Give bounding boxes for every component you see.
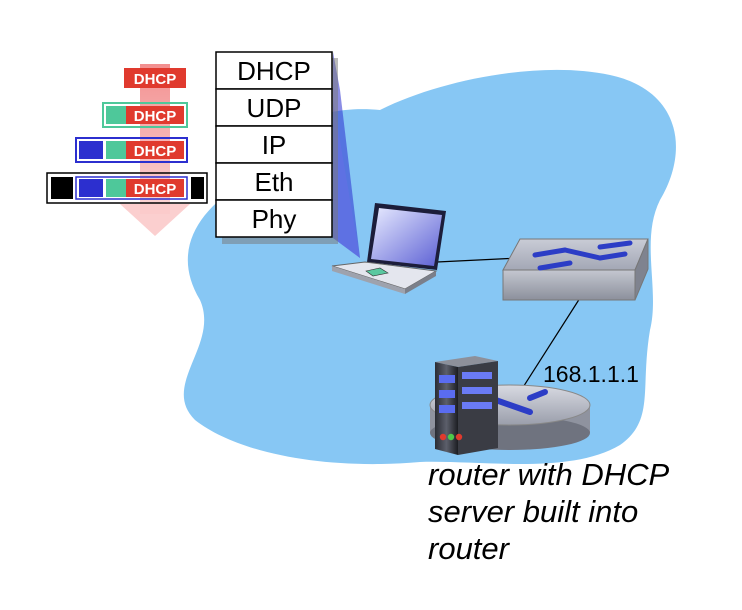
stack-layer-label: UDP: [247, 93, 302, 123]
router-caption: router with DHCP server built into route…: [428, 456, 738, 567]
caption-line: router: [428, 531, 509, 566]
caption-line: server built into: [428, 494, 639, 529]
laptop-icon: [331, 203, 446, 294]
laptop-switch-link: [436, 257, 521, 263]
dhcp-server-icon: [435, 356, 498, 455]
packet-udp: DHCP: [102, 102, 188, 128]
switch-router-link: [519, 297, 581, 393]
stack-layer-label: IP: [262, 130, 287, 160]
caption-line: router with DHCP: [428, 457, 670, 492]
stack-projection-beam: [333, 52, 360, 258]
packet-dhcp: DHCP: [124, 68, 186, 88]
stack-layer-label: DHCP: [237, 56, 311, 86]
packet-eth: DHCP: [46, 172, 208, 204]
stack-layer-label: Eth: [254, 167, 293, 197]
svg-text:DHCP: DHCP: [134, 143, 177, 160]
switch-icon: [502, 238, 649, 301]
packet-ip: DHCP: [75, 137, 188, 163]
stack-projection-beam-light: [333, 100, 360, 258]
stack-layer-box: [215, 125, 333, 164]
stack-layer-box: [215, 199, 333, 238]
svg-text:DHCP: DHCP: [134, 108, 177, 125]
stack-layer-box: [215, 88, 333, 127]
router-ip-address: 168.1.1.1: [543, 361, 639, 387]
svg-text:DHCP: DHCP: [134, 71, 177, 88]
svg-text:DHCP: DHCP: [134, 181, 177, 198]
stack-layer-label: Phy: [252, 204, 297, 234]
stack-layer-box: [215, 162, 333, 201]
